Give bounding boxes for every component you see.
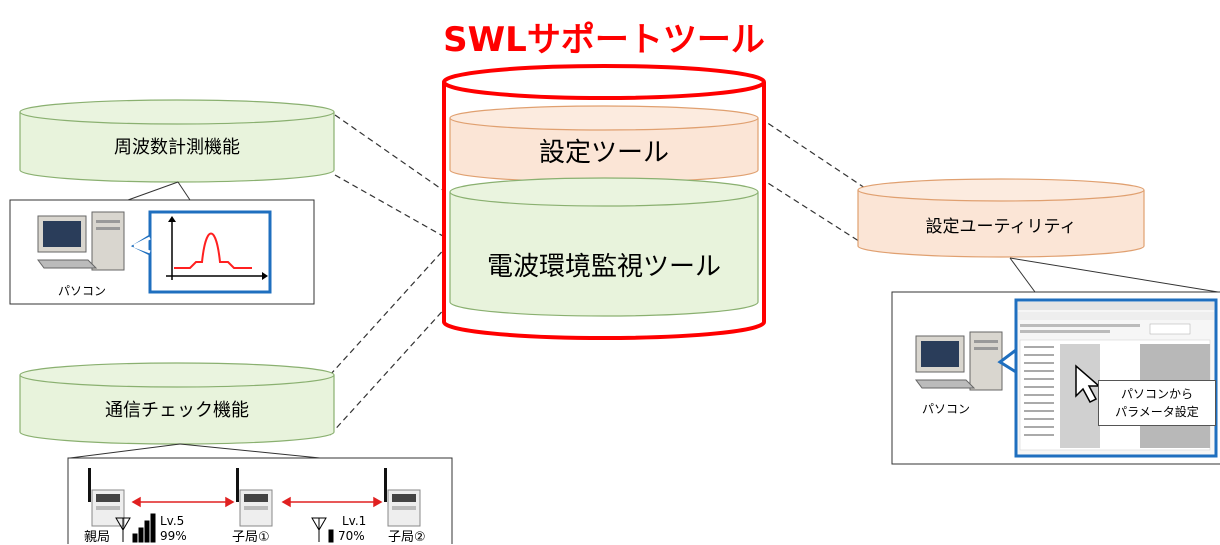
parent-station-label: 親局 [84, 530, 111, 545]
device-child2 [384, 468, 421, 527]
cylinder-utility [857, 178, 1145, 258]
param-setting-bubble: パソコンから パラメータ設定 [1098, 380, 1216, 426]
pc-icon-right [915, 331, 1003, 391]
callout-lines [69, 181, 1219, 459]
child-station-2-label: 子局② [388, 530, 426, 545]
link-arrows [131, 496, 383, 508]
main-cylinder [442, 64, 766, 340]
connector-comm-top [329, 244, 449, 376]
link2-percent: 70% [338, 529, 365, 543]
connector-freq-top [334, 114, 451, 196]
signal-strength-icon-strong [115, 513, 156, 543]
link1-percent: 99% [160, 529, 187, 543]
setting-utility-label: 設定ユーティリティ [925, 217, 1077, 237]
settings-window-thumbnail [997, 298, 1218, 458]
connector-freq-bottom [334, 174, 451, 241]
comm-check-label: 通信チェック機能 [105, 400, 249, 421]
pc-label-right: パソコン [921, 402, 970, 416]
page-title: SWLサポートツール [443, 20, 765, 60]
connector-util-bottom [759, 177, 866, 246]
connector-util-top [759, 117, 866, 189]
dashed-connectors [329, 114, 866, 436]
frequency-measurement-label: 周波数計測機能 [114, 137, 240, 158]
param-bubble-line1: パソコンから [1120, 387, 1193, 401]
pc-label-left: パソコン [57, 284, 106, 298]
link2-level: Lv.1 [342, 514, 367, 528]
connector-comm-bottom [329, 304, 449, 436]
device-child1 [236, 468, 273, 527]
pc-icon [37, 211, 125, 271]
spectrum-bubble [130, 210, 272, 294]
setting-tool-label: 設定ツール [538, 138, 669, 168]
radio-monitor-tool-label: 電波環境監視ツール [486, 252, 721, 282]
link1-level: Lv.5 [160, 514, 185, 528]
param-bubble-line2: パラメータ設定 [1115, 405, 1199, 419]
cursor-icon [1075, 364, 1102, 403]
device-parent [88, 468, 125, 527]
signal-strength-icon-weak [311, 517, 334, 543]
child-station-1-label: 子局① [232, 530, 270, 545]
